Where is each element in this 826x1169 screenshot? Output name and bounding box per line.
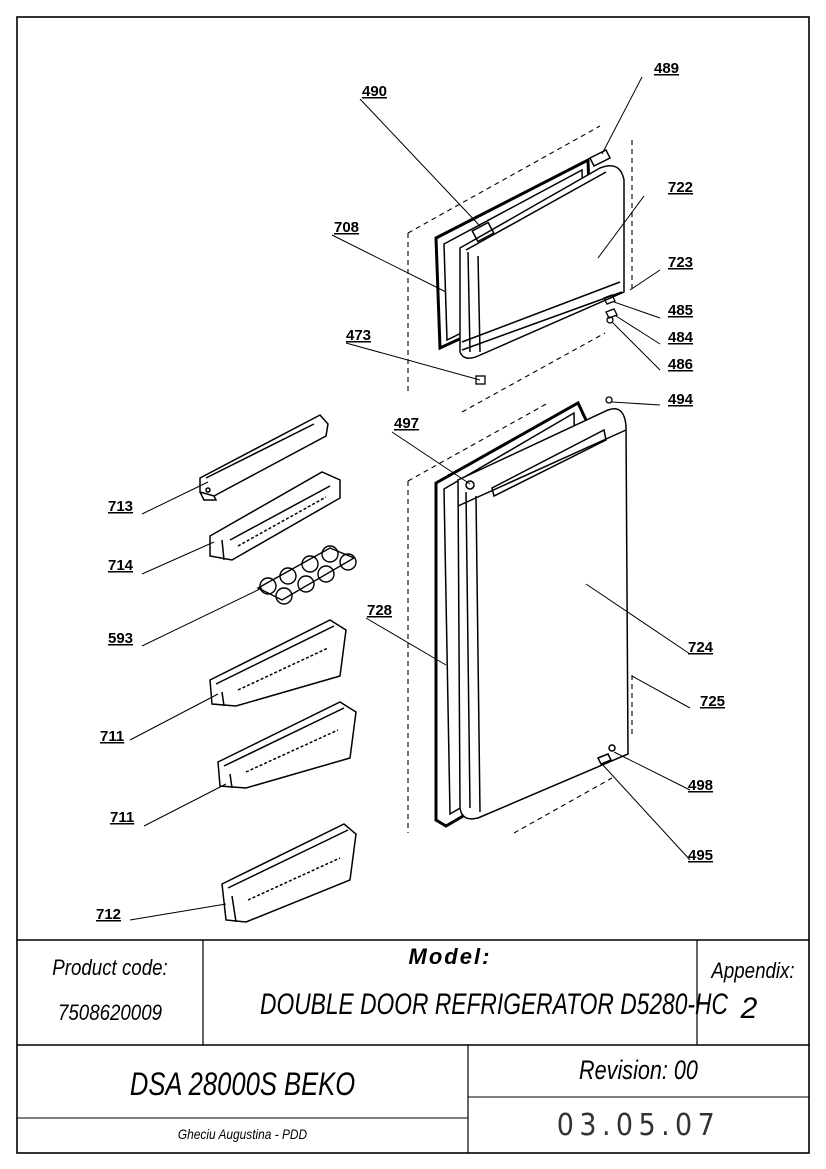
callout-494: 494 (668, 391, 694, 408)
model-label: Model: (408, 944, 492, 969)
model-name: DOUBLE DOOR REFRIGERATOR D5280-HC (260, 988, 728, 1021)
leader-lines (129, 76, 691, 921)
callout-484: 484 (668, 329, 694, 346)
revision-date: 03.05.07 (556, 1108, 721, 1143)
callout-714: 714 (108, 557, 134, 574)
revision: Revision: 00 (579, 1055, 698, 1085)
dairy-shelf (209, 471, 341, 561)
door-balcony-middle (217, 701, 357, 789)
drawing-frame (16, 16, 810, 1154)
callout-712: 712 (96, 906, 121, 923)
callout-485: 485 (668, 302, 693, 319)
callout-723: 723 (668, 254, 693, 271)
callout-490: 490 (362, 83, 387, 100)
fridge-door (457, 408, 629, 820)
freezer-door (459, 148, 625, 359)
callout-725: 725 (700, 693, 725, 710)
callout-708: 708 (334, 219, 359, 236)
product-code: 7508620009 (57, 1000, 162, 1025)
assembly-guide-lines (407, 125, 633, 834)
product-code-label: Product code: (52, 955, 168, 980)
door-balcony-lower (221, 823, 357, 923)
appendix-number: 2 (740, 992, 758, 1025)
model-code: DSA 28000S BEKO (129, 1066, 356, 1102)
appendix-label: Appendix: (711, 958, 795, 983)
author: Gheciu Augustina - PDD (177, 1126, 308, 1142)
callout-711-upper: 711 (100, 728, 124, 745)
callout-473: 473 (346, 327, 371, 344)
callout-497: 497 (394, 415, 419, 432)
callout-498: 498 (688, 777, 713, 794)
callout-711-lower: 711 (110, 809, 134, 826)
callout-486: 486 (668, 356, 693, 373)
callout-722: 722 (668, 179, 693, 196)
callout-489: 489 (654, 60, 679, 77)
freezer-hinge-parts (475, 294, 618, 404)
callout-713: 713 (108, 498, 133, 515)
door-balcony-upper (209, 619, 347, 707)
callout-724: 724 (688, 639, 714, 656)
callout-593: 593 (108, 630, 133, 647)
egg-tray (256, 545, 357, 605)
dairy-cover (199, 414, 329, 501)
callout-495: 495 (688, 847, 713, 864)
callout-728: 728 (367, 602, 392, 619)
